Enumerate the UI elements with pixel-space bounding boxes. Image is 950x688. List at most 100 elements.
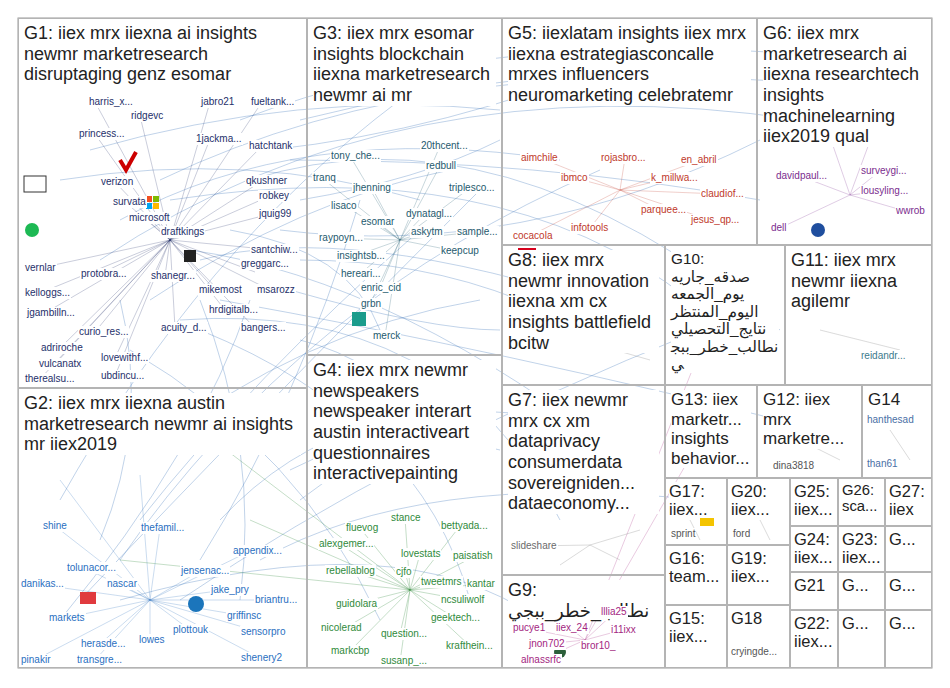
logo-icon xyxy=(188,596,204,612)
group-heading: G13: iiex marketr... insights behavior..… xyxy=(671,390,751,468)
edge-bundle xyxy=(35,475,270,660)
vertex-label: 1jackma... xyxy=(195,133,243,145)
vertex-label: fluevog xyxy=(345,522,379,534)
group-heading: G16: team... xyxy=(669,549,723,585)
vertex-label: nascar xyxy=(106,578,138,590)
group-heading: G20: iiex... xyxy=(731,482,786,518)
group-heading: G15: iiex... xyxy=(669,609,723,645)
group-box: G21 xyxy=(790,572,838,610)
vertex-label: danikas... xyxy=(20,578,65,590)
logo-icon xyxy=(153,203,159,209)
group-box: G... xyxy=(838,572,885,610)
vertex-label: reidandr... xyxy=(860,350,906,362)
vertex-label: stance xyxy=(390,512,421,524)
vertex-label: kantar xyxy=(466,578,496,590)
group-heading: G... xyxy=(889,576,916,594)
group-heading: G23: iiex... xyxy=(842,530,881,566)
group-box: G13: iiex marketr... insights behavior..… xyxy=(665,385,757,478)
vertex-label: askytm xyxy=(410,226,444,238)
vertex-label: triplesco... xyxy=(448,182,496,194)
vertex-label: jnon702 xyxy=(528,638,566,650)
vertex-label: plottouk xyxy=(172,624,209,636)
group-heading: G5: iiexlatam insights iiex mrx iiexna e… xyxy=(508,23,751,106)
group-heading: G19: iiex... xyxy=(731,549,786,585)
vertex-label: griffinsc xyxy=(226,610,262,622)
group-box: G24: iiex... xyxy=(790,526,838,572)
group-heading: G... xyxy=(889,530,916,548)
vertex-label: lousyling... xyxy=(860,185,909,197)
group-heading: G... xyxy=(842,576,869,594)
group-heading: G... xyxy=(889,614,916,632)
group-heading: G2: iiex mrx iiexna austin marketresearc… xyxy=(24,393,301,455)
vertex-label: krafthein... xyxy=(445,640,494,652)
vertex-label: protobra... xyxy=(80,268,128,280)
group-heading: G18 xyxy=(731,609,762,627)
group-heading: G3: iiex mrx esomar insights blockchain … xyxy=(313,23,496,106)
group-heading: G24: iiex... xyxy=(794,530,834,566)
group-heading: G9: نطالب_خطر_ببجي xyxy=(508,580,659,621)
vertex-label: susanp_... xyxy=(380,655,428,667)
vertex-label: draftkings xyxy=(160,226,205,238)
group-box: G18 xyxy=(727,605,790,668)
logo-icon xyxy=(25,223,39,237)
vertex-label: jquig99 xyxy=(258,208,292,220)
group-heading: G1: iiex mrx iiexna ai insights newmr ma… xyxy=(24,23,301,85)
vertex-label: surveygi... xyxy=(860,165,908,177)
vertex-label: rojasbro... xyxy=(600,152,646,164)
vertex-label: lovestats xyxy=(400,548,441,560)
vertex-label: sprint xyxy=(670,528,696,540)
vertex-label: fueltank... xyxy=(250,96,295,108)
vertex-label: lowes xyxy=(138,634,166,646)
group-box: G16: team... xyxy=(665,545,727,605)
vertex-label: jensenac... xyxy=(180,565,230,577)
vertex-label: shanegr... xyxy=(150,270,196,282)
group-heading: G... xyxy=(842,614,869,632)
vertex-label: iiex_24 xyxy=(555,622,589,634)
vertex-label: herasde... xyxy=(80,638,126,650)
vertex-label: jabro21 xyxy=(200,96,235,108)
inter-group-edges xyxy=(60,49,870,620)
group-heading: G12: iiex mrx marketre... xyxy=(763,390,856,449)
group-heading: G17: iiex... xyxy=(669,482,723,518)
vertex-label: jesus_qp... xyxy=(690,214,740,226)
vertex-label: jgambilln... xyxy=(26,307,76,319)
vertex-label: cjfo xyxy=(395,566,413,578)
logo-icon xyxy=(146,196,152,202)
vertex-label: 20thcent... xyxy=(420,140,469,152)
vertex-label: pucye1 xyxy=(512,622,546,634)
vertex-label: transgre... xyxy=(76,654,123,666)
group-heading: G8: iiex mrx newmr innovation iiexna xm … xyxy=(508,250,659,353)
vertex-label: hereari... xyxy=(340,268,381,280)
vertex-label: bangers... xyxy=(240,322,286,334)
vertex-label: en_abril xyxy=(680,154,718,166)
vertex-label: merck xyxy=(372,330,401,342)
logo-icon xyxy=(811,223,825,237)
vertex-label: ibmco xyxy=(560,172,589,184)
group-box: G11: iiex mrx newmr iiexna agilemr xyxy=(785,245,932,385)
vertex-label: ridgevc xyxy=(130,110,164,122)
vertex-label: vernlar xyxy=(24,262,57,274)
vertex-label: curio_res... xyxy=(78,326,129,338)
vertex-label: rebellablog xyxy=(325,565,376,577)
vertex-label: insightsb... xyxy=(336,250,386,262)
edge-bundle xyxy=(40,102,275,379)
vertex-label: sample... xyxy=(456,226,499,238)
vertex-label: therealsu... xyxy=(24,373,75,385)
vertex-label: ubdincu... xyxy=(100,370,145,382)
vertex-label: mikemost xyxy=(198,284,243,296)
vertex-label: kelloggs... xyxy=(24,287,71,299)
vertex-label: acuity_d... xyxy=(160,322,208,334)
vertex-label: infotools xyxy=(570,222,609,234)
vertex-label: markcbp xyxy=(330,645,370,657)
vertex-label: keepcup xyxy=(440,245,480,257)
vertex-label: hrdigitalb... xyxy=(208,304,259,316)
edge-bundle xyxy=(60,49,870,620)
group-box: G25: iiex... xyxy=(790,478,838,526)
vertex-label: enric_cid xyxy=(360,282,402,294)
logo-icon xyxy=(153,196,159,202)
group-box: G23: iiex... xyxy=(838,526,885,572)
logo-icon xyxy=(146,203,152,209)
group-heading: G26: sca... xyxy=(842,482,881,515)
vertex-label: grbn xyxy=(360,298,382,310)
vertex-label: alnassrfc xyxy=(520,654,562,666)
